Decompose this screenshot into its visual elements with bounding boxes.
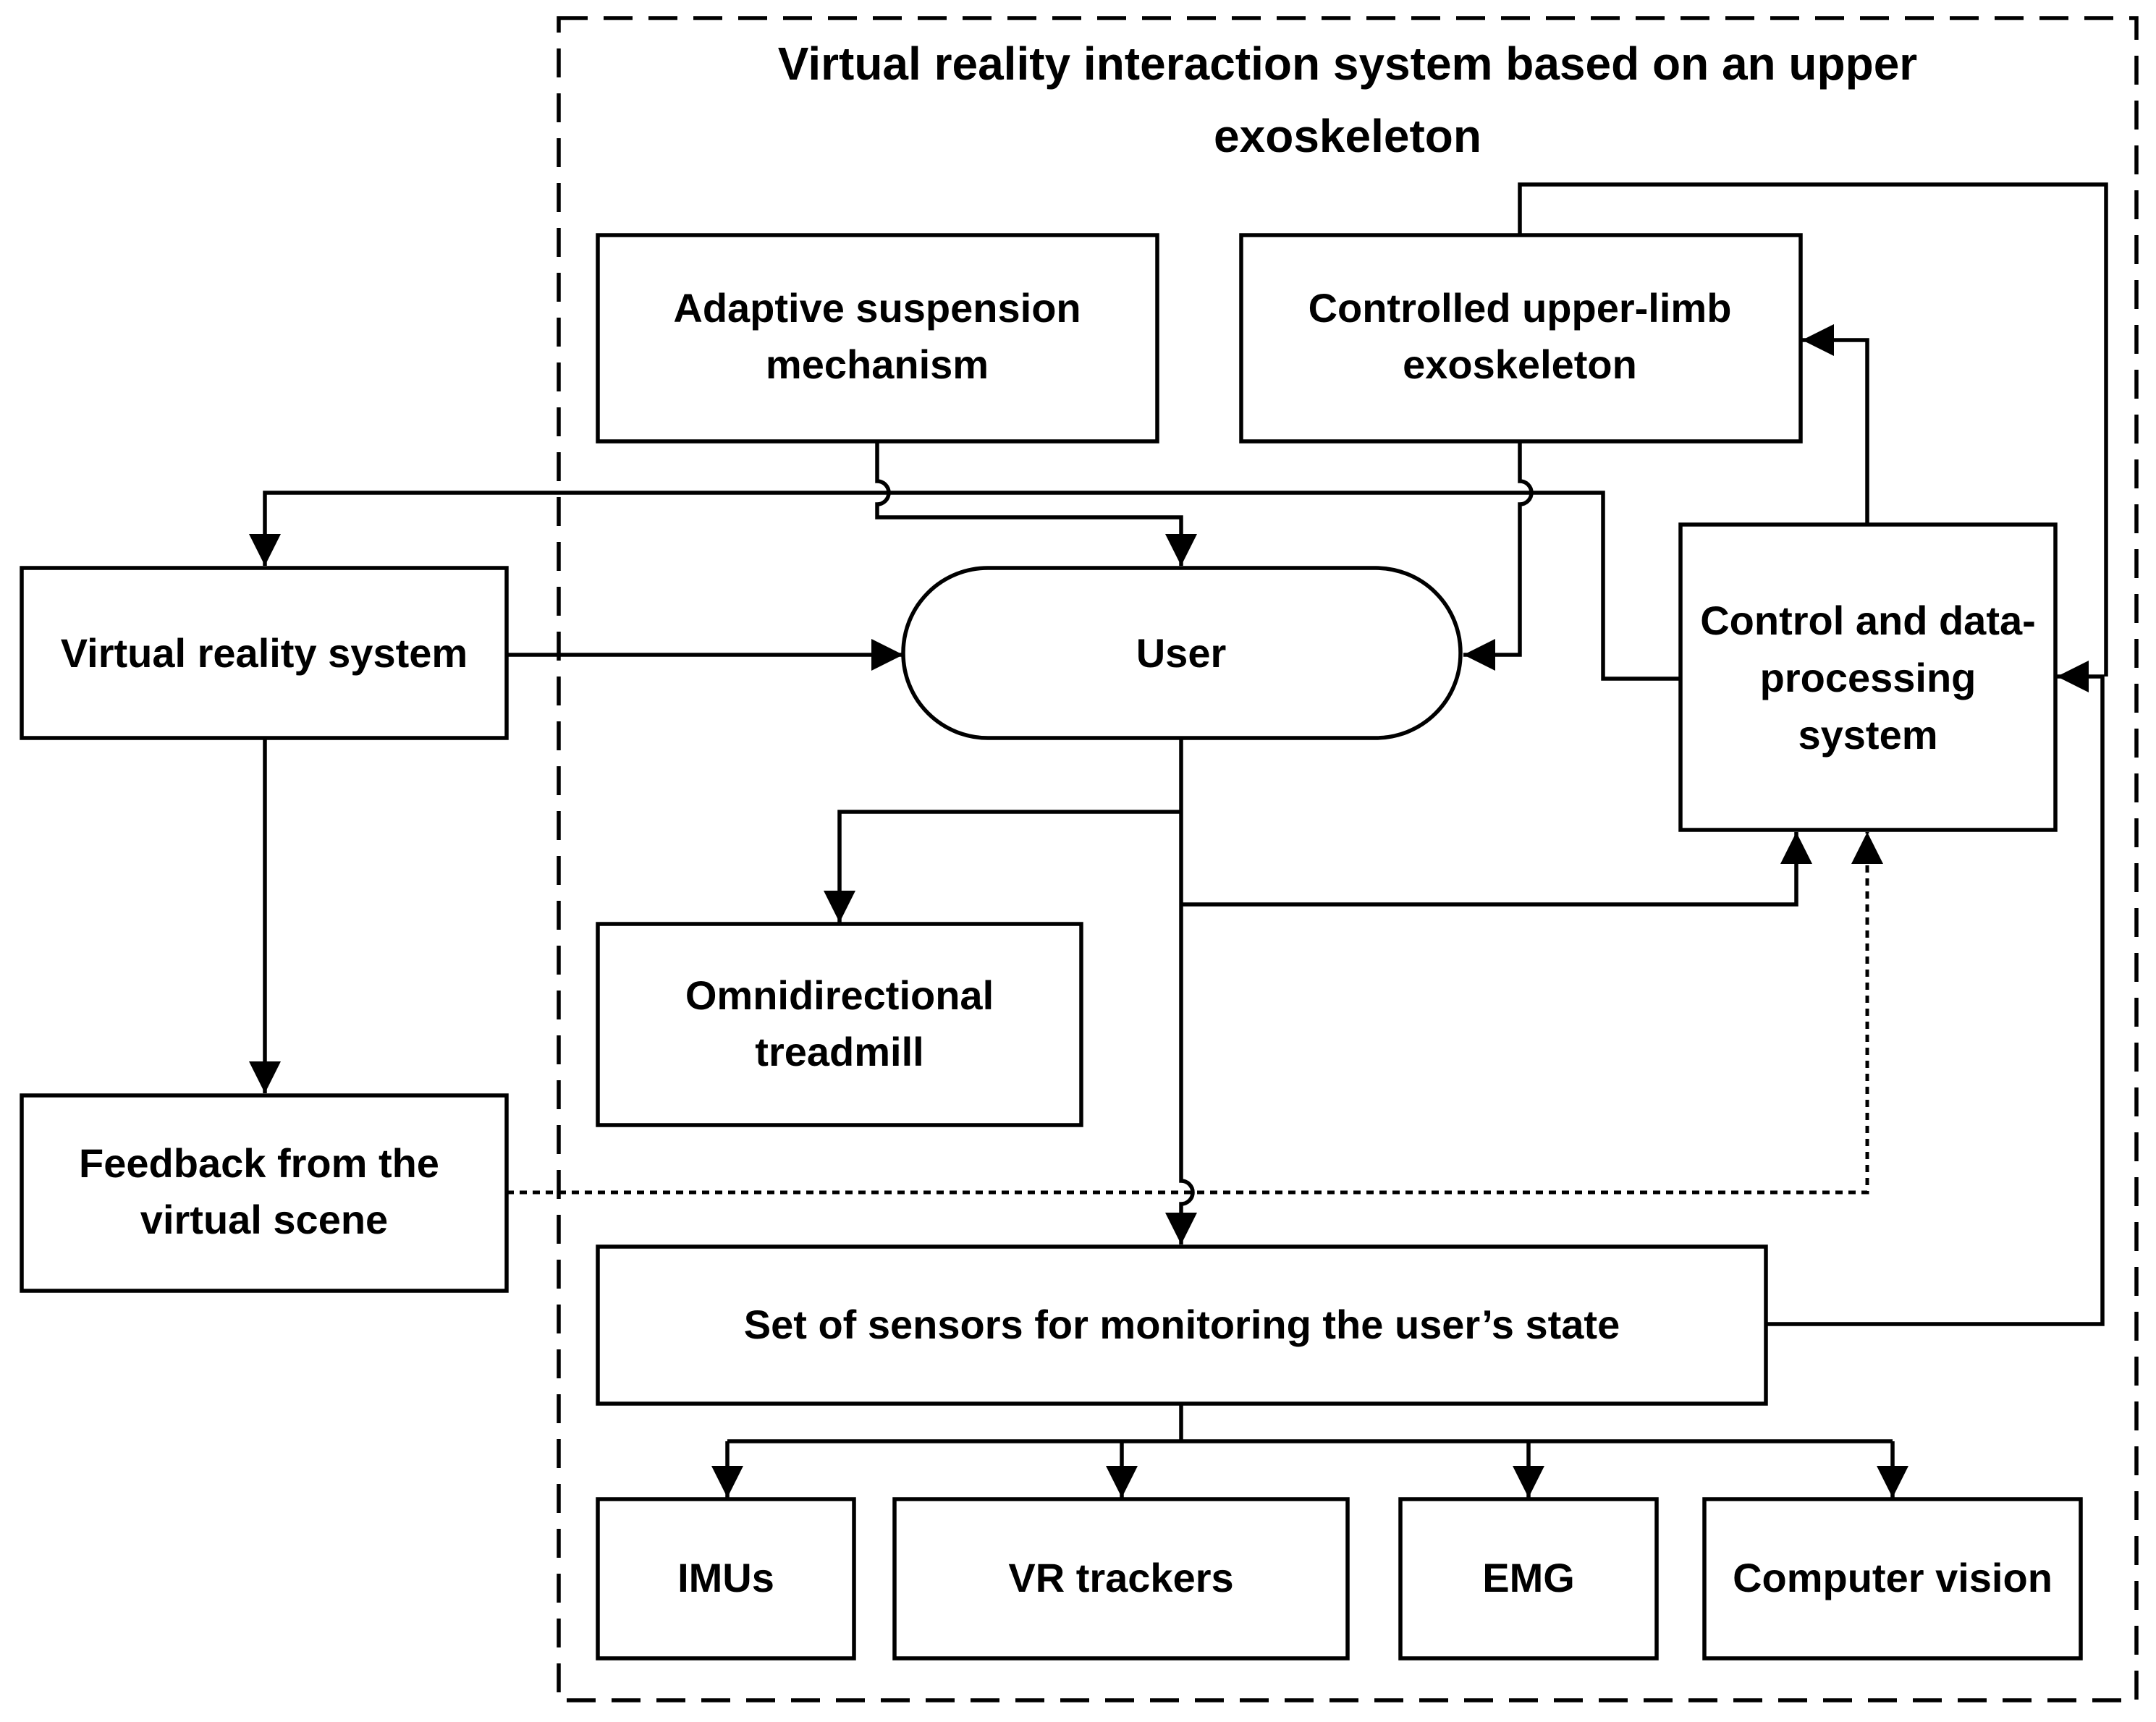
node-label: VR trackers: [1008, 1555, 1233, 1600]
connector-exoskeleton-to-user: [1463, 441, 1534, 671]
node-vr-system: Virtual reality system: [20, 566, 509, 740]
node-label: Adaptive suspension: [673, 285, 1081, 331]
node-label: system: [1798, 712, 1937, 758]
node-feedback: Feedback from the virtual scene: [20, 1093, 509, 1293]
node-label: Controlled upper-limb: [1309, 285, 1732, 331]
system-boundary: [557, 16, 2139, 1702]
node-label: EMG: [1482, 1555, 1575, 1600]
node-label: Omnidirectional: [685, 972, 994, 1018]
node-computer-vision: Computer vision: [1702, 1497, 2083, 1660]
diagram-title-line-2: exoskeleton: [1214, 110, 1481, 162]
node-label: mechanism: [766, 342, 989, 387]
node-label: Control and data-: [1700, 598, 2036, 643]
node-emg: EMG: [1398, 1497, 1659, 1660]
node-label: Set of sensors for monitoring the user’s…: [744, 1302, 1620, 1347]
node-label: IMUs: [677, 1555, 774, 1600]
connector-feedback-to-control: [507, 832, 1883, 1195]
node-label: Feedback from the: [79, 1140, 439, 1186]
node-exoskeleton: Controlled upper-limb exoskeleton: [1239, 233, 1803, 444]
connector-sensors-to-control: [1766, 661, 2105, 1326]
node-sensors: Set of sensors for monitoring the user’s…: [596, 1244, 1768, 1406]
node-label: virtual scene: [140, 1197, 388, 1242]
node-control-system: Control and data- processing system: [1678, 522, 2058, 832]
node-label: processing: [1760, 655, 1977, 700]
node-label: exoskeleton: [1403, 342, 1637, 387]
diagram-title-line-1: Virtual reality interaction system based…: [778, 38, 1917, 90]
node-label: treadmill: [755, 1029, 923, 1074]
node-treadmill: Omnidirectional treadmill: [596, 922, 1083, 1127]
node-label: Virtual reality system: [61, 630, 468, 676]
connector-sensors-bus: [727, 1404, 1893, 1443]
connector-control-to-vr-system: [249, 491, 1681, 681]
node-vr-trackers: VR trackers: [892, 1497, 1350, 1660]
connector-exoskeleton-top-loop: [1518, 182, 2108, 676]
node-label: User: [1136, 630, 1227, 676]
node-imus: IMUs: [596, 1497, 856, 1660]
connector-user-to-sensors: [1165, 738, 1197, 1244]
connector-user-to-control: [1181, 832, 1812, 907]
connector-user-to-treadmill: [824, 810, 1181, 922]
node-user: User: [901, 566, 1463, 740]
connector-suspension-to-user: [875, 441, 1197, 566]
connector-control-to-exoskeleton: [1802, 324, 1869, 525]
node-label: Computer vision: [1733, 1555, 2053, 1600]
node-adaptive-suspension: Adaptive suspension mechanism: [596, 233, 1159, 444]
